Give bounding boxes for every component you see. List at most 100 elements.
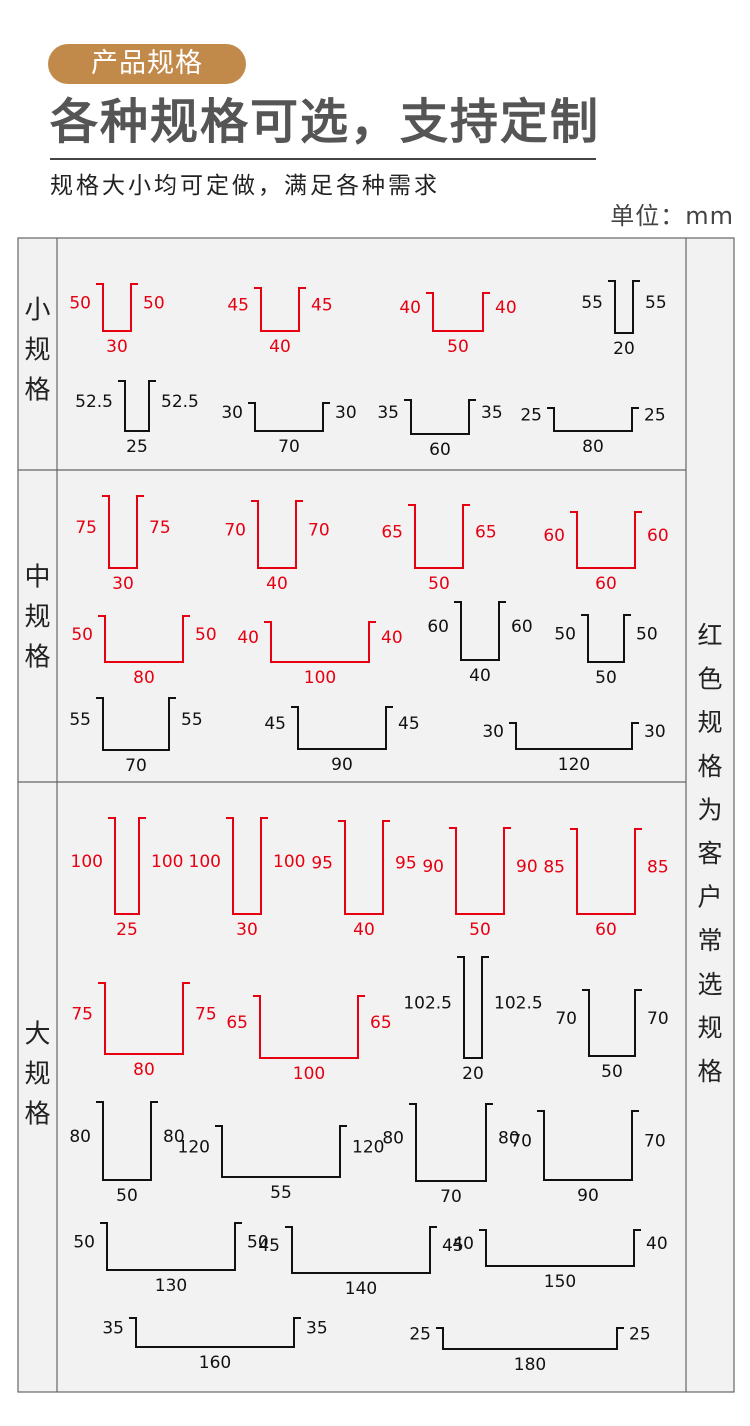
channel-shape [129,1317,301,1348]
dimension-height-left: 40 [399,298,421,318]
dimension-height-right: 55 [181,710,203,730]
side-note-char: 格 [697,1057,722,1086]
dimension-width: 30 [112,574,134,594]
dimension-height-right: 35 [306,1319,328,1339]
channel-shape [570,511,642,569]
dimension-width: 20 [613,339,635,359]
dimension-height-left: 52.5 [75,392,113,412]
dimension-height-left: 35 [377,403,399,423]
channel-shape [254,287,306,332]
channel-shape [404,399,476,435]
section-label-char: 格 [24,376,50,406]
dimension-width: 50 [447,337,469,357]
channel-profile: 40 40 50 [399,292,517,357]
side-note-char: 规 [697,1013,722,1042]
dimension-height-right: 25 [629,1325,651,1345]
dimension-width: 100 [293,1064,325,1084]
side-note-char: 户 [697,883,722,912]
channel-shape [98,615,190,663]
dimension-width: 50 [601,1062,623,1082]
dimension-width: 30 [236,920,258,940]
page-headline: 各种规格可选，支持定制 [50,94,601,150]
dimension-height-left: 85 [543,858,565,878]
channel-shape [264,621,376,663]
dimension-height-left: 70 [224,521,246,541]
dimension-height-left: 65 [381,523,403,543]
dimension-height-right: 45 [311,296,333,316]
dimension-width: 20 [462,1064,484,1084]
dimension-height-right: 60 [647,526,669,546]
channel-shape [248,402,330,432]
side-note-char: 红 [697,621,722,650]
dimension-width: 70 [440,1187,462,1207]
dimension-height-right: 40 [381,628,403,648]
dimension-height-left: 120 [178,1138,210,1158]
channel-shape [479,1229,641,1267]
section-label-char: 规 [24,603,50,633]
channel-shape [582,989,642,1057]
dimension-height-left: 102.5 [403,994,452,1014]
dimension-width: 60 [429,440,451,460]
dimension-height-left: 45 [227,296,249,316]
dimension-height-right: 70 [308,521,330,541]
section-label: 中规格 [24,563,50,673]
dimension-height-left: 100 [71,852,103,872]
dimension-height-left: 45 [264,714,286,734]
section-label-char: 规 [24,1060,50,1090]
dimension-height-left: 50 [73,1233,95,1253]
dimension-height-right: 30 [335,403,357,423]
channel-shape [285,1226,437,1274]
channel-shape [449,827,511,915]
dimension-height-left: 70 [510,1132,532,1152]
channel-shape [96,1101,158,1181]
dimension-height-right: 100 [151,852,183,872]
channel-shape [215,1125,347,1178]
channel-shape [570,828,642,915]
dimension-width: 70 [278,437,300,457]
dimension-width: 70 [125,756,147,776]
section-label: 大规格 [24,1020,50,1130]
dimension-height-left: 40 [452,1234,474,1254]
section-label-char: 中 [24,563,50,593]
dimension-width: 80 [133,1060,155,1080]
dimension-height-left: 75 [75,518,97,538]
dimension-height-right: 45 [398,714,420,734]
channel-shape [96,697,176,751]
dimension-height-right: 40 [495,298,517,318]
dimension-height-right: 90 [516,857,538,877]
channel-shape [108,817,146,915]
channel-shape [338,820,390,915]
dimension-width: 90 [577,1186,599,1206]
channel-shape [102,495,144,569]
dimension-height-right: 50 [636,625,658,645]
channel-shape [547,407,639,432]
dimension-width: 60 [595,574,617,594]
channel-shape [426,292,490,332]
dimension-height-right: 60 [511,617,533,637]
dimension-height-left: 50 [69,294,91,314]
dimension-height-left: 80 [69,1127,91,1147]
channel-shape [409,1103,493,1182]
dimension-width: 130 [155,1276,187,1296]
section-label-char: 小 [24,296,50,326]
dimension-height-right: 95 [395,854,417,874]
dimension-height-left: 65 [226,1013,248,1033]
dimension-height-left: 75 [71,1005,93,1025]
